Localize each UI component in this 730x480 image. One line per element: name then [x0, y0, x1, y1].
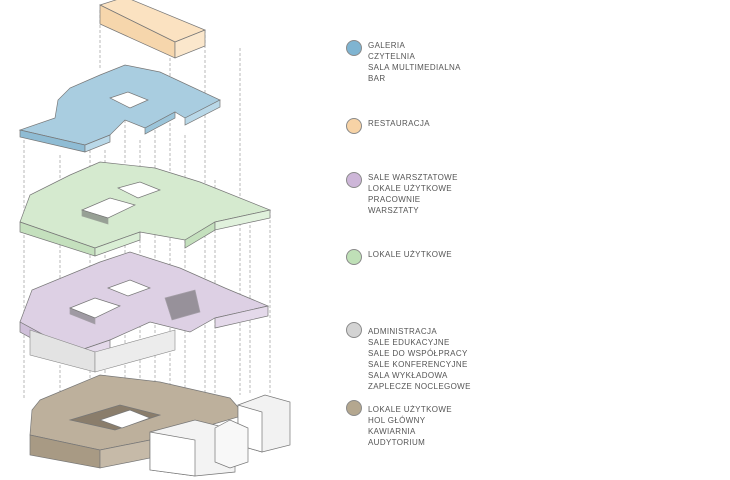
legend-swatch	[346, 40, 362, 56]
legend-line: LOKALE UŻYTKOWE	[368, 250, 452, 259]
level-restaurant	[99, 0, 206, 59]
legend-line: KAWIARNIA	[368, 427, 416, 436]
legend-line: CZYTELNIA	[368, 52, 416, 61]
level-ground	[29, 374, 246, 469]
legend-line: ADMINISTRACJA	[368, 327, 437, 336]
legend-label: LOKALE UŻYTKOWE HOL GŁÓWNY KAWIARNIA AUD…	[368, 404, 452, 448]
legend-label: ADMINISTRACJA SALE EDUKACYJNE SALE DO WS…	[368, 326, 471, 392]
level-lokale-green	[19, 161, 272, 257]
legend-line: RESTAURACJA	[368, 119, 430, 128]
legend-line: WARSZTATY	[368, 206, 419, 215]
level-administracja	[29, 329, 176, 373]
legend-line: SALA WYKŁADOWA	[368, 371, 448, 380]
legend-line: SALE WARSZTATOWE	[368, 173, 458, 182]
existing-buildings	[149, 394, 291, 477]
legend-line: AUDYTORIUM	[368, 438, 426, 447]
legend-swatch	[346, 118, 362, 134]
legend-line: SALE EDUKACYJNE	[368, 338, 450, 347]
legend-line: BAR	[368, 74, 386, 83]
legend-line: SALE DO WSPÓŁPRACY	[368, 349, 468, 358]
legend-line: GALERIA	[368, 41, 406, 50]
legend-line: ZAPLECZE NOCLEGOWE	[368, 382, 471, 391]
legend-line: SALA MULTIMEDIALNA	[368, 63, 461, 72]
legend-line: HOL GŁÓWNY	[368, 416, 426, 425]
legend-line: LOKALE UŻYTKOWE	[368, 405, 452, 414]
legend-line: PRACOWNIE	[368, 195, 421, 204]
legend-swatch	[346, 172, 362, 188]
legend-label: SALE WARSZTATOWE LOKALE UŻYTKOWE PRACOWN…	[368, 172, 458, 216]
level-galeria	[18, 64, 221, 153]
legend-label: RESTAURACJA	[368, 118, 430, 129]
legend-swatch	[346, 249, 362, 265]
legend-swatch	[346, 322, 362, 338]
legend-label: GALERIA CZYTELNIA SALA MULTIMEDIALNA BAR	[368, 40, 461, 84]
legend-line: SALE KONFERENCYJNE	[368, 360, 468, 369]
legend-swatch	[346, 400, 362, 416]
legend-line: LOKALE UŻYTKOWE	[368, 184, 452, 193]
legend-label: LOKALE UŻYTKOWE	[368, 249, 452, 260]
